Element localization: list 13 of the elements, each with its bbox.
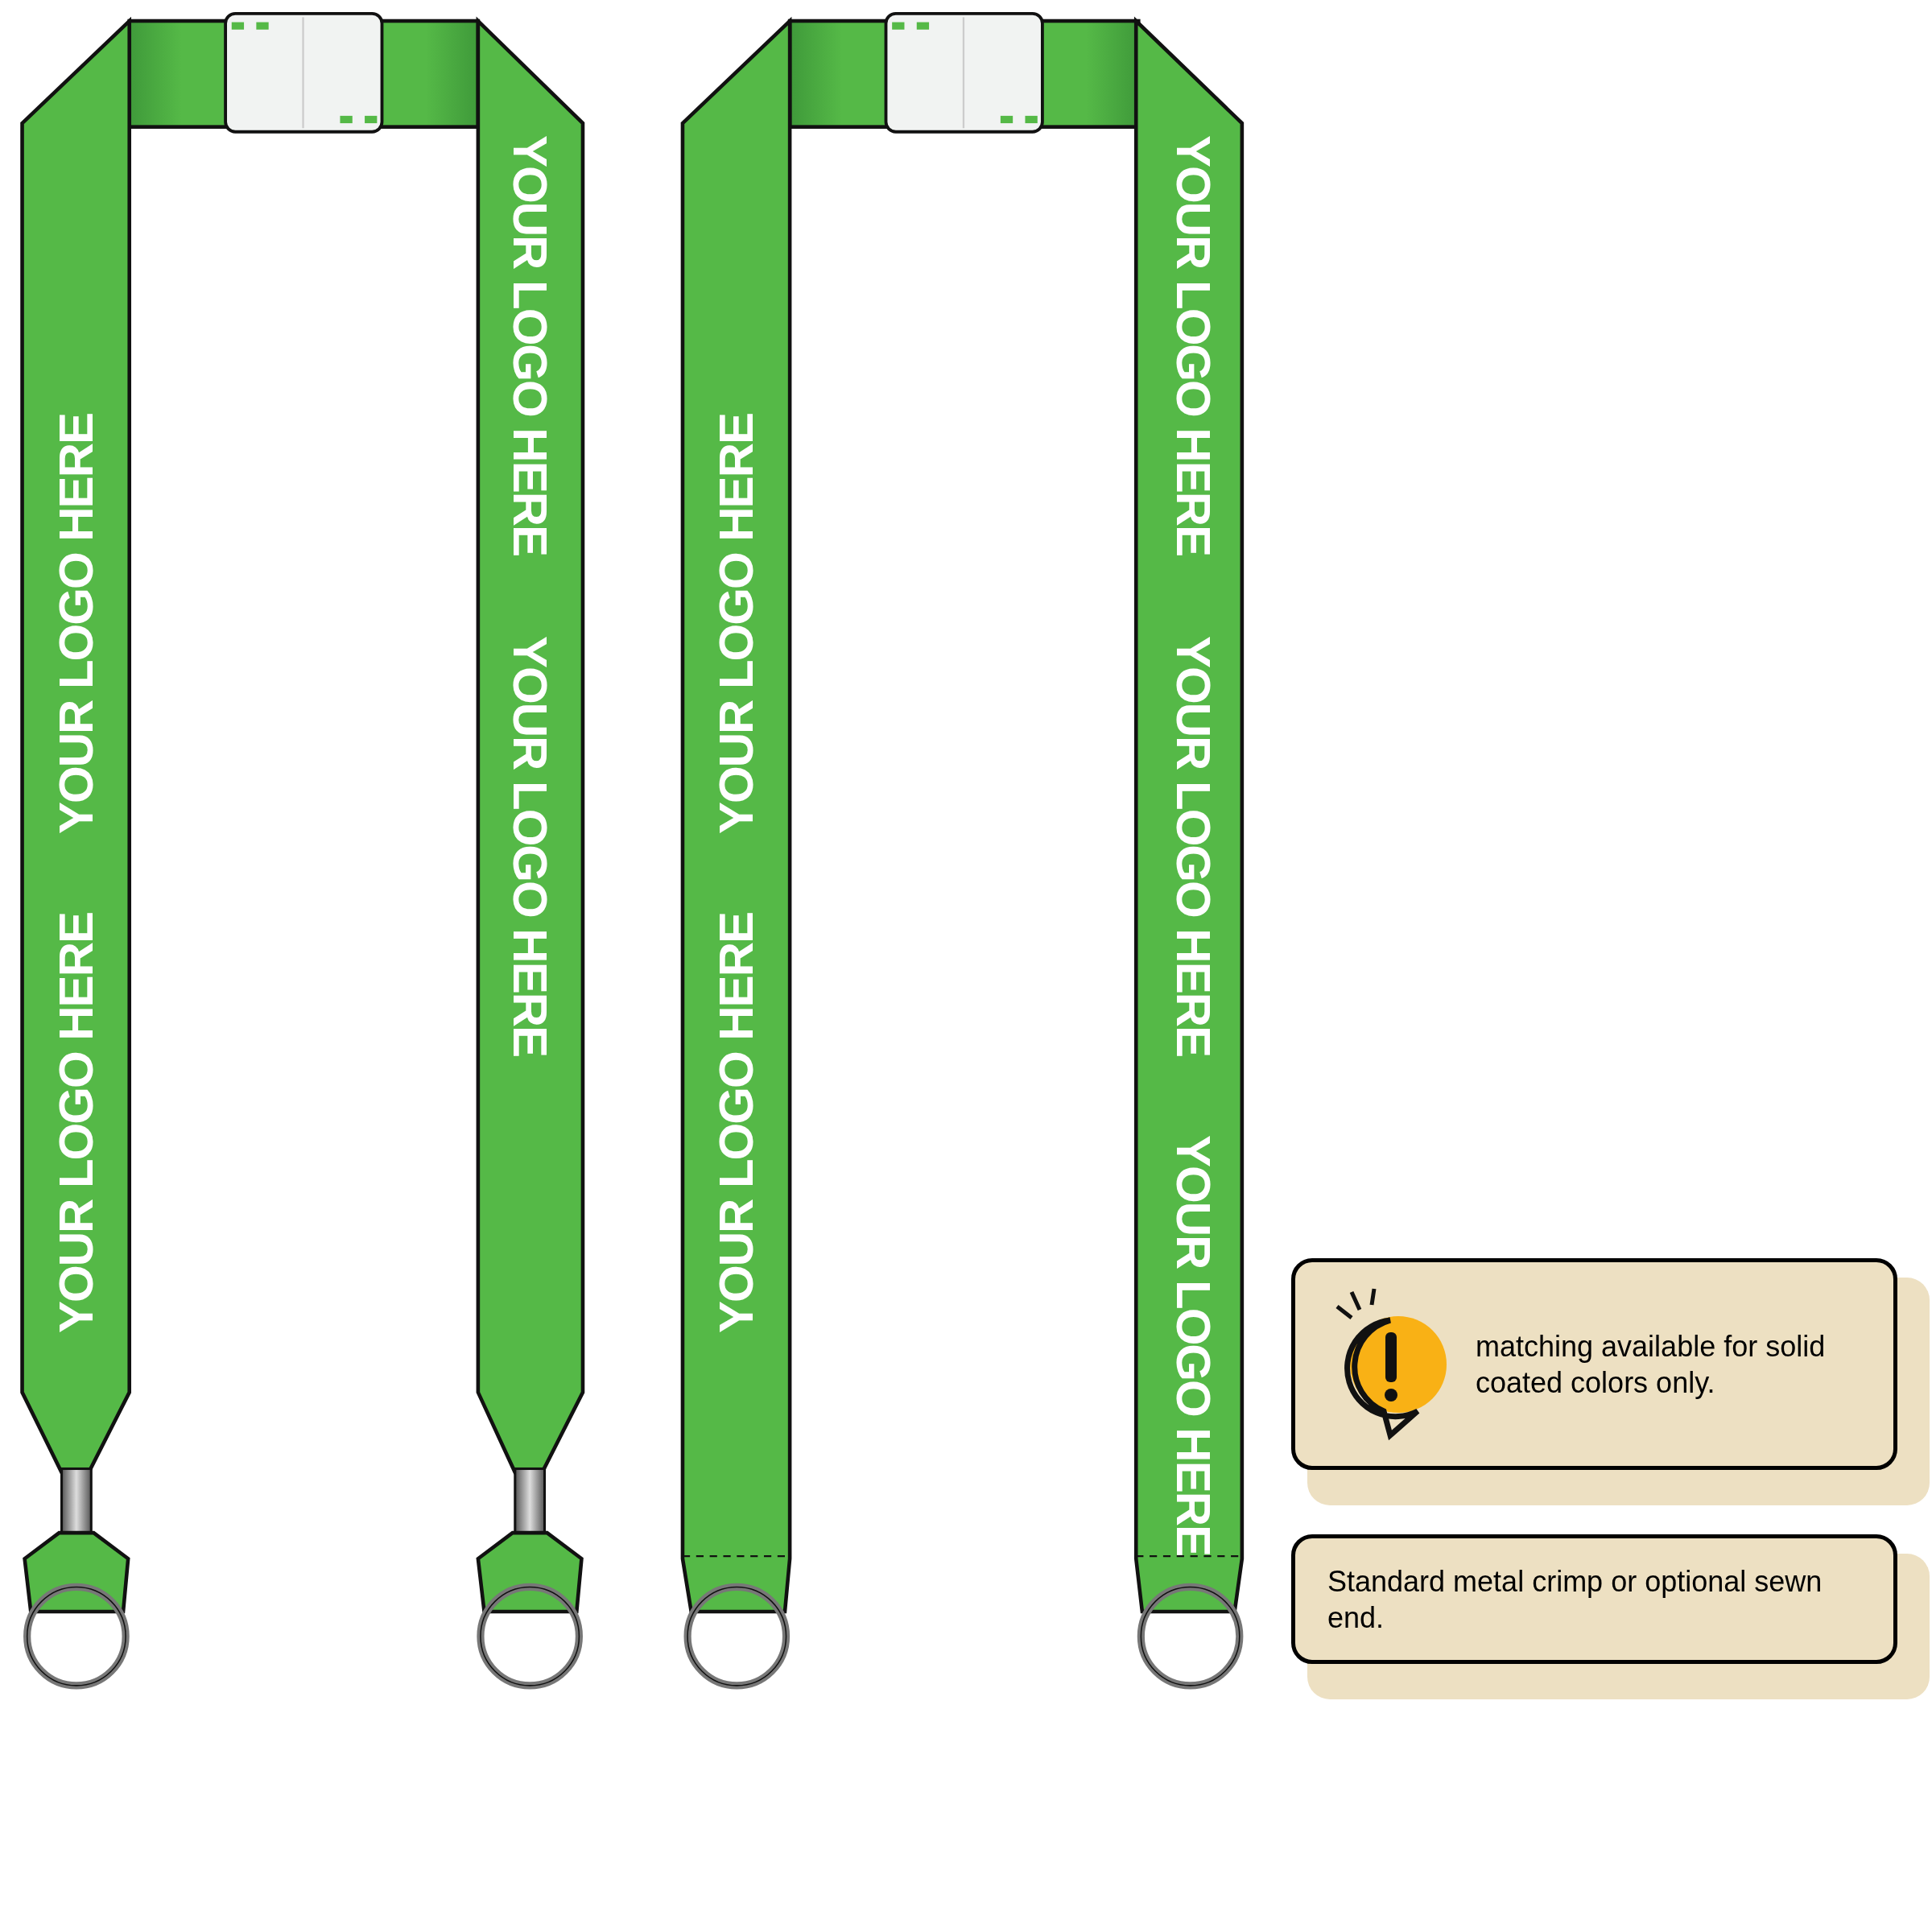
strap-imprint-text: YOUR LOGO HERE [506, 635, 555, 1056]
note-box [1291, 1258, 1897, 1470]
note-box [1291, 1534, 1897, 1664]
strap-imprint-text: YOUR LOGO HERE [1168, 635, 1217, 1056]
strap-imprint-text: YOUR LOGO HERE [52, 913, 101, 1334]
strap-imprint-text: YOUR LOGO HERE [712, 913, 762, 1334]
strap-imprint-text: YOUR LOGO HERE [1168, 135, 1217, 556]
strap-imprint-text: YOUR LOGO HERE [506, 135, 555, 556]
note-text: matching available for solid coated colors only. [1476, 1328, 1827, 1401]
strap-imprint-text: YOUR LOGO HERE [52, 414, 101, 835]
strap-imprint-text: YOUR LOGO HERE [712, 414, 762, 835]
note-text: Standard metal crimp or optional sewn end. [1327, 1563, 1823, 1636]
strap-imprint-text: YOUR LOGO HERE [1168, 1134, 1217, 1555]
